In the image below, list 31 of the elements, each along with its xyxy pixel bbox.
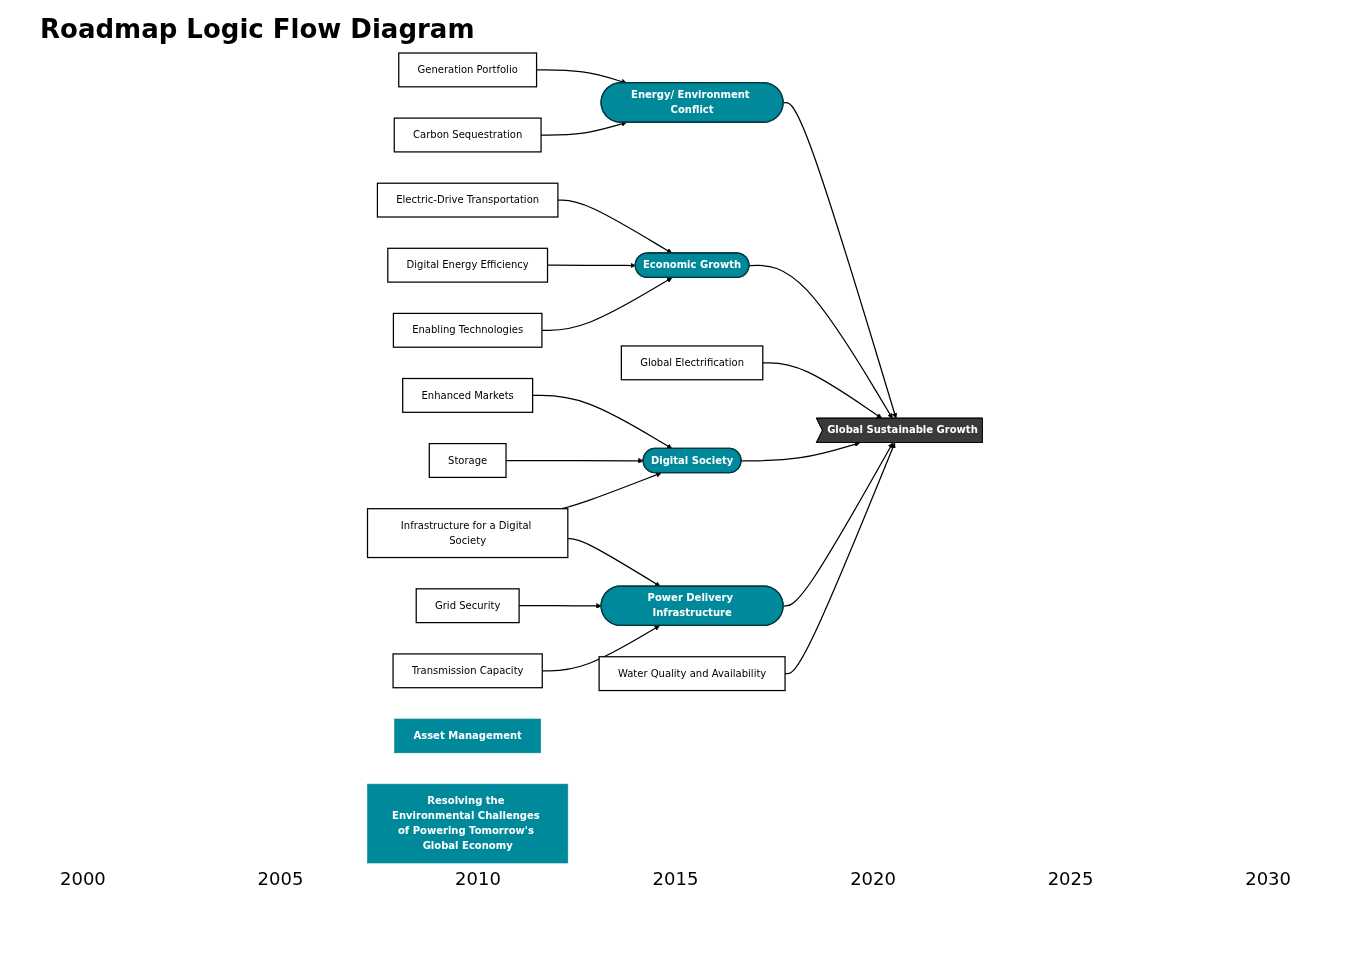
arrow	[541, 277, 673, 331]
node-box: Resolving the Environmental Challenges of Powering Tomorrow's Global Economy	[367, 783, 569, 864]
arrow	[567, 537, 661, 587]
node-box: Transmission Capacity	[392, 653, 543, 689]
axis-year-label: 2025	[1047, 868, 1094, 889]
axis-year-label: 2000	[60, 868, 106, 889]
arrow	[532, 394, 673, 449]
axis-year-label: 2010	[455, 868, 501, 889]
node-box: Digital Energy Efficiency	[387, 247, 549, 283]
axis-year-label: 2005	[257, 868, 304, 889]
arrow	[762, 362, 883, 419]
node-box: Generation Portfolio	[398, 52, 538, 88]
node-box: Infrastructure for a Digital Society	[366, 508, 569, 559]
node-box: Enhanced Markets	[402, 377, 534, 413]
axis-year-label: 2030	[1245, 868, 1291, 889]
node-box: Grid Security	[415, 588, 520, 624]
node-box: Water Quality and Availability	[598, 656, 786, 692]
node-box: Global Electrification	[620, 345, 764, 381]
axis-year-label: 2015	[652, 868, 699, 889]
arrow	[557, 199, 673, 254]
diagram-title: Roadmap Logic Flow Diagram	[40, 14, 476, 44]
node-box: Storage	[428, 442, 507, 479]
arrow	[782, 102, 898, 419]
arrow	[784, 442, 896, 675]
node-box: Enabling Technologies	[392, 312, 543, 348]
node-box: Electric-Drive Transportation	[376, 182, 559, 218]
arrow	[748, 264, 893, 419]
arrow	[782, 442, 894, 607]
node-box: Carbon Sequestration	[393, 117, 542, 153]
node-box: Asset Management	[394, 718, 541, 754]
axis-year-label: 2020	[850, 868, 896, 889]
